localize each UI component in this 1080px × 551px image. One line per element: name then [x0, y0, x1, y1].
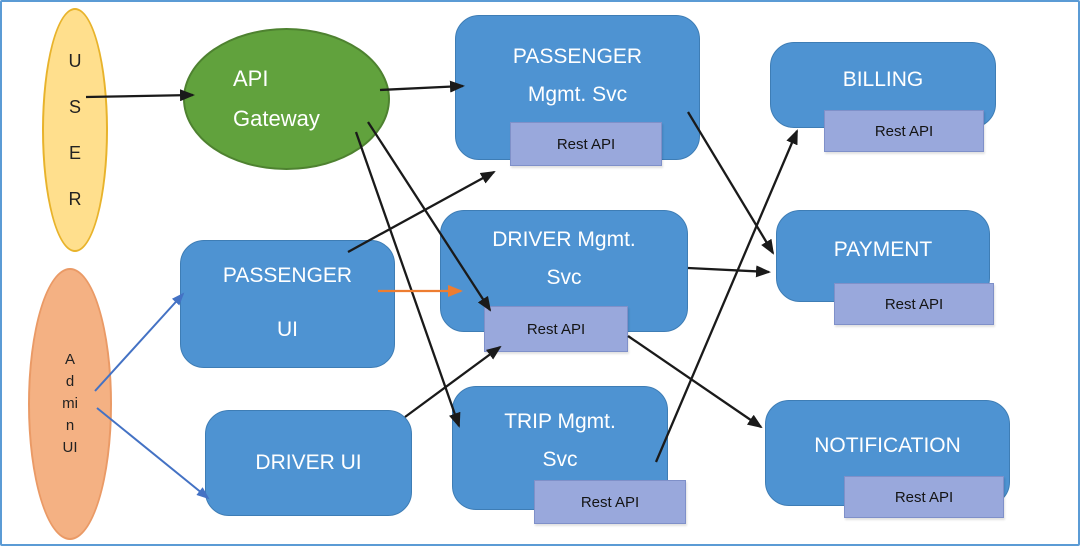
billing-rest-api-box: Rest API [824, 110, 984, 152]
trip-mgmt-svc-label-line1: TRIP Mgmt. [504, 410, 616, 433]
billing-label: BILLING [842, 68, 924, 91]
arrow-admin-to-driver-ui [96, 407, 210, 500]
api-gateway-node: API Gateway [183, 28, 390, 170]
driver-ui-label: DRIVER UI [255, 451, 362, 474]
admin-label-line: A [64, 351, 75, 368]
passenger-mgmt-svc-label-line2: Mgmt. Svc [527, 83, 628, 106]
notification-label: NOTIFICATION [814, 434, 961, 457]
driver-ui-node: DRIVER UI [205, 410, 412, 516]
admin-label-line: n [65, 417, 75, 434]
passenger-mgmt-rest-api-label: Rest API [556, 135, 616, 153]
passenger-ui-label-line1: PASSENGER [222, 264, 353, 287]
driver-mgmt-svc-label-line1: DRIVER Mgmt. [492, 228, 636, 251]
admin-label-line: d [65, 373, 75, 390]
payment-label: PAYMENT [833, 238, 933, 261]
api-gateway-label-line1: API [233, 66, 269, 91]
passenger-ui-label-line2: UI [277, 318, 298, 341]
user-actor-ellipse: U S E R [42, 8, 108, 252]
driver-mgmt-rest-api-box: Rest API [484, 306, 628, 352]
user-label-letter: S [68, 97, 81, 117]
passenger-mgmt-svc-label-line1: PASSENGER [512, 45, 643, 68]
notification-rest-api-label: Rest API [894, 488, 954, 506]
arrow-driver-mgmt-to-payment [687, 265, 771, 278]
billing-rest-api-label: Rest API [874, 122, 934, 140]
driver-mgmt-svc-label-line2: Svc [546, 266, 582, 289]
admin-ui-actor-ellipse: A d mi n UI [28, 268, 112, 540]
notification-rest-api-box: Rest API [844, 476, 1004, 518]
payment-rest-api-box: Rest API [834, 283, 994, 325]
trip-mgmt-rest-api-label: Rest API [580, 493, 640, 511]
admin-label-line: UI [62, 439, 78, 456]
passenger-ui-node: PASSENGER UI [180, 240, 395, 368]
arrow-passenger-mgmt-to-payment [687, 111, 775, 255]
user-label-letter: E [68, 143, 81, 163]
trip-mgmt-svc-label-line2: Svc [542, 448, 578, 471]
driver-mgmt-rest-api-label: Rest API [526, 320, 586, 338]
admin-label-line: mi [62, 395, 78, 412]
payment-rest-api-label: Rest API [884, 295, 944, 313]
trip-mgmt-rest-api-box: Rest API [534, 480, 686, 524]
passenger-mgmt-rest-api-box: Rest API [510, 122, 662, 166]
user-label-letter: R [68, 189, 82, 209]
user-label-letter: U [68, 51, 82, 71]
api-gateway-label-line2: Gateway [233, 106, 320, 131]
arrow-api-gateway-to-passenger-mgmt [379, 80, 465, 93]
